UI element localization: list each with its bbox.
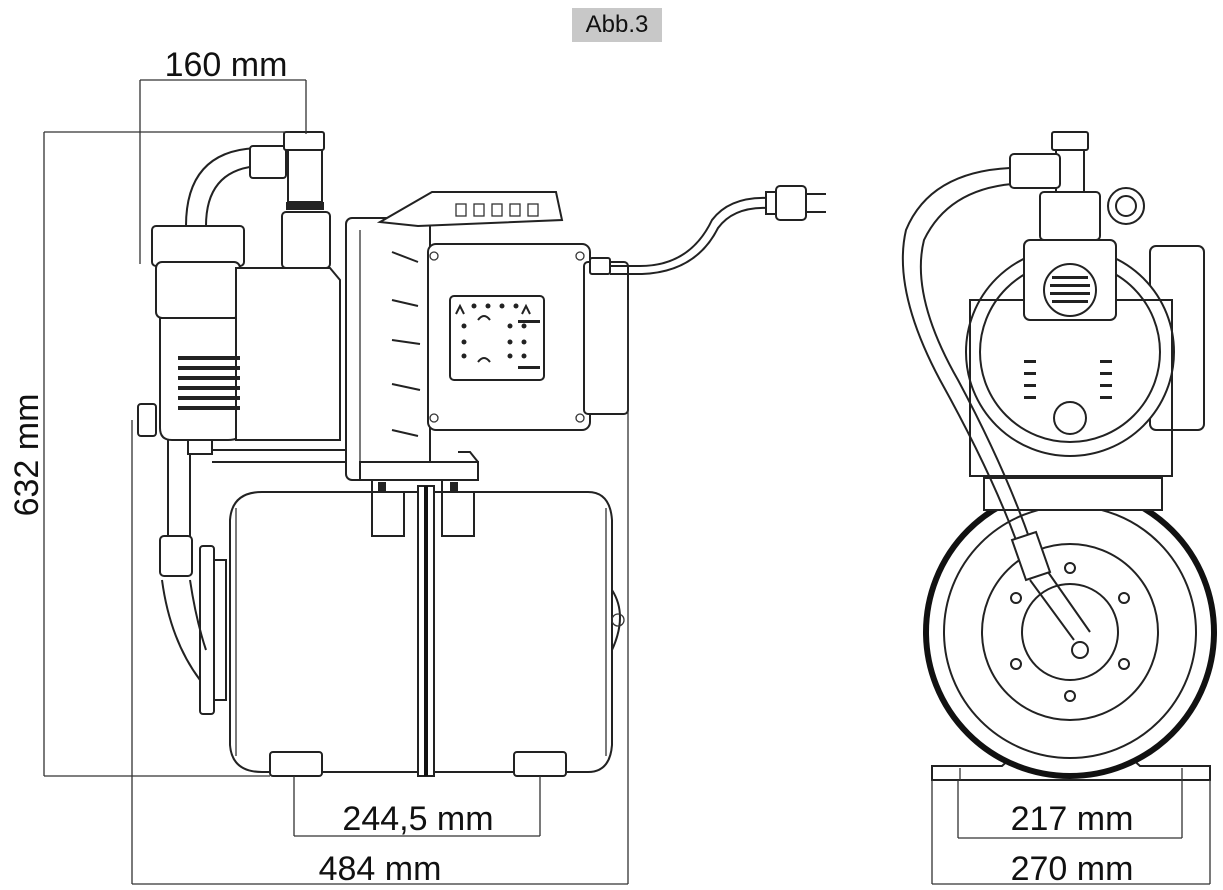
power-cable [589, 185, 826, 275]
front-view [901, 131, 1217, 781]
motor-assembly [345, 191, 564, 481]
dim-label-total-width: 270 mm [1011, 850, 1134, 888]
figure-label: Abb.3 [572, 8, 662, 42]
dim-label-top-width: 160 mm [165, 46, 288, 84]
discharge-hose [185, 131, 331, 269]
handle-slots [455, 203, 539, 217]
pump-front [965, 131, 1205, 477]
side-dimensions [43, 79, 629, 885]
intake-grille [1050, 276, 1090, 303]
side-view [137, 131, 826, 777]
vent-slots [178, 356, 240, 410]
tank-end [923, 485, 1217, 779]
pressure-tank [229, 480, 625, 777]
suction-hose [159, 440, 227, 715]
control-box [427, 243, 629, 431]
front-hose [901, 153, 1091, 641]
pump-housing [137, 225, 350, 463]
dim-label-foot-spacing-side: 244,5 mm [342, 800, 493, 838]
front-dimensions [931, 780, 1211, 885]
indicator-leds [461, 303, 527, 359]
dim-label-height: 632 mm [8, 394, 46, 517]
dim-label-foot-spacing-front: 217 mm [1011, 800, 1134, 838]
dim-label-total-length: 484 mm [319, 850, 442, 888]
side-vents [1024, 360, 1112, 399]
